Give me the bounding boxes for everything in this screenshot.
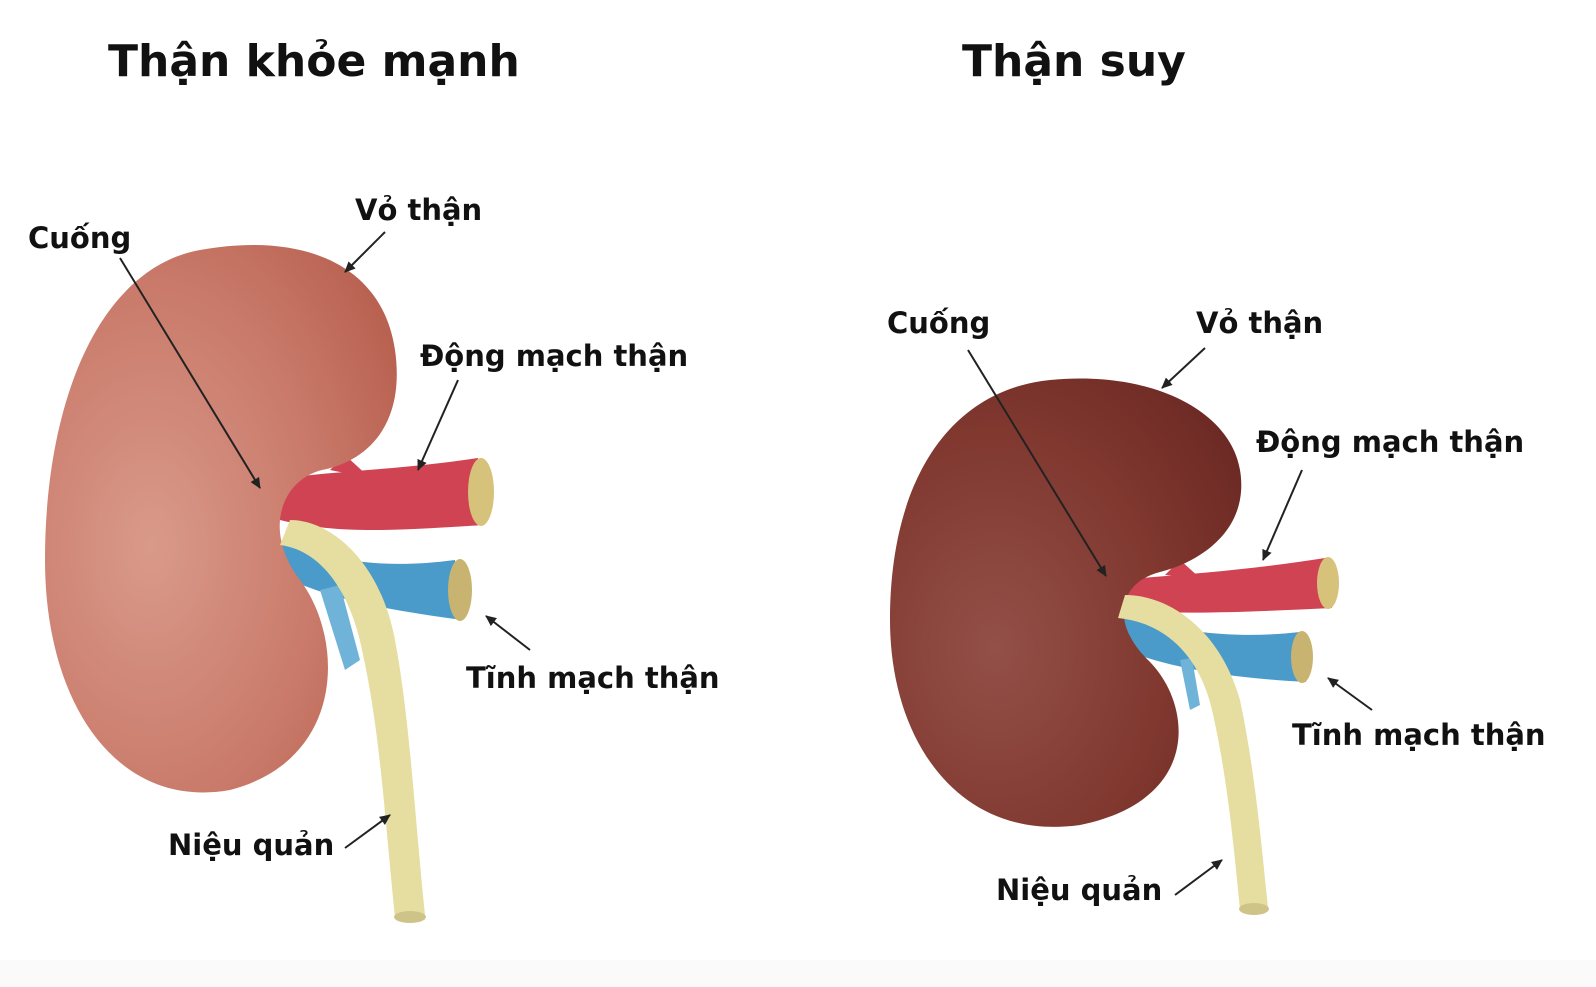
arrow-artery bbox=[417, 379, 459, 471]
label-vein: Tĩnh mạch thận bbox=[1292, 718, 1546, 752]
arrow-artery bbox=[1262, 469, 1303, 561]
arrow-capsule bbox=[344, 231, 386, 273]
label-hilum: Cuống bbox=[887, 306, 990, 340]
artery bbox=[1115, 557, 1339, 613]
label-hilum: Cuống bbox=[28, 221, 131, 255]
failing-title: Thận suy bbox=[962, 36, 1186, 87]
arrow-hilum bbox=[119, 257, 261, 489]
arrow-hilum bbox=[967, 349, 1107, 577]
failing-kidney-figure: Thận suy Cuống Vỏ thận Động mạch thận Tĩ… bbox=[887, 36, 1546, 915]
label-capsule: Vỏ thận bbox=[355, 193, 482, 227]
healthy-title: Thận khỏe mạnh bbox=[108, 36, 520, 87]
label-ureter: Niệu quản bbox=[996, 873, 1162, 907]
arrow-vein bbox=[485, 615, 531, 651]
label-artery: Động mạch thận bbox=[420, 339, 688, 373]
label-ureter: Niệu quản bbox=[168, 828, 334, 862]
bottom-strip bbox=[0, 960, 1596, 987]
label-artery: Động mạch thận bbox=[1256, 425, 1524, 459]
label-capsule: Vỏ thận bbox=[1196, 306, 1323, 340]
healthy-kidney bbox=[45, 245, 397, 793]
arrow-ureter bbox=[1174, 859, 1223, 896]
healthy-kidney-figure: Thận khỏe mạnh Cuống Vỏ thận Động mạch t… bbox=[28, 36, 720, 923]
label-vein: Tĩnh mạch thận bbox=[466, 661, 720, 695]
failing-kidney bbox=[890, 378, 1242, 827]
arrow-vein bbox=[1327, 677, 1373, 711]
arrow-capsule bbox=[1161, 347, 1206, 389]
artery bbox=[270, 455, 494, 530]
arrow-ureter bbox=[344, 814, 391, 849]
ureter bbox=[1118, 595, 1268, 910]
